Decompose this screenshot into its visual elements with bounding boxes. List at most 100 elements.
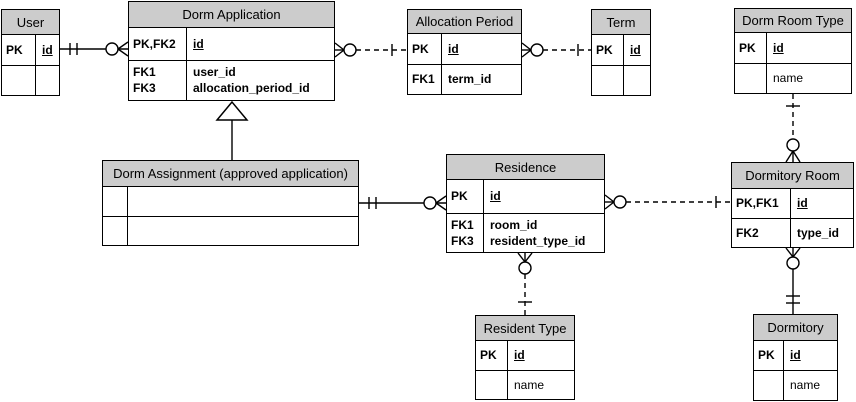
entity-residence-fk-row: FK1 FK3 room_id resident_type_id xyxy=(447,213,604,252)
entity-user: User PK id xyxy=(1,9,60,96)
key-cell: PK,FK2 xyxy=(129,28,187,60)
key-label: FK1 xyxy=(412,72,435,87)
attr-cell: id xyxy=(508,341,574,370)
attr-cell: id xyxy=(484,180,604,213)
key-label: PK xyxy=(412,41,429,56)
key-label: FK1 xyxy=(451,217,474,232)
entity-dorm-assignment-title: Dorm Assignment (approved application) xyxy=(103,161,358,187)
entity-dormitory-room-pk-row: PK,FK1 id xyxy=(732,189,853,219)
key-cell: PK xyxy=(735,33,767,63)
attr-cell: room_id resident_type_id xyxy=(484,214,604,252)
attr-name: id xyxy=(797,196,808,211)
key-label: PK xyxy=(758,348,775,363)
attr-cell: type_id xyxy=(791,219,853,248)
entity-dormitory-attr-row: name xyxy=(754,371,837,400)
attr-name: term_id xyxy=(448,72,492,87)
attr-name: id xyxy=(630,42,641,57)
attr-name: id xyxy=(790,348,801,363)
rel-allocation-period-term xyxy=(521,42,591,58)
key-cell xyxy=(2,65,36,95)
entity-dorm-application-fk-row: FK1 FK3 user_id allocation_period_id xyxy=(129,60,334,100)
attr-cell: term_id xyxy=(442,65,521,95)
key-label: PK xyxy=(739,40,756,55)
attr-cell: id xyxy=(784,341,837,370)
entity-residence-title: Residence xyxy=(447,155,604,180)
key-cell: FK1 FK3 xyxy=(129,60,187,100)
key-label: PK xyxy=(6,42,23,57)
key-cell: PK xyxy=(408,34,442,64)
attr-cell: name xyxy=(508,371,574,400)
attr-name: id xyxy=(42,42,53,57)
rel-residence-resident-type xyxy=(517,252,533,315)
key-cell: PK xyxy=(447,180,484,213)
key-cell: FK2 xyxy=(732,218,791,247)
entity-dorm-room-type-title: Dorm Room Type xyxy=(735,9,851,33)
rel-user-dorm-application xyxy=(60,41,129,57)
entity-dormitory-pk-row: PK id xyxy=(754,341,837,371)
key-cell: PK xyxy=(592,35,624,65)
entity-dormitory: Dormitory PK id name xyxy=(753,314,838,401)
attr-name: user_id xyxy=(193,65,236,80)
attr-cell xyxy=(36,66,59,96)
entity-dorm-application-title: Dorm Application xyxy=(129,2,334,28)
entity-residence: Residence PK id FK1 FK3 room_id resident… xyxy=(446,154,605,253)
key-label: FK1 xyxy=(133,65,156,80)
key-cell: FK1 xyxy=(408,64,442,94)
entity-dorm-application-pk-row: PK,FK2 id xyxy=(129,28,334,61)
attr-name: name xyxy=(514,377,545,392)
key-cell xyxy=(103,187,128,216)
key-cell xyxy=(476,370,508,399)
entity-term: Term PK id xyxy=(591,9,651,96)
attr-cell xyxy=(128,217,358,246)
entity-term-empty-row xyxy=(592,65,650,95)
entity-allocation-period-fk-row: FK1 term_id xyxy=(408,64,521,95)
key-label: FK3 xyxy=(133,81,156,96)
entity-dorm-assignment-empty-row xyxy=(103,216,358,246)
key-label: PK,FK2 xyxy=(133,36,176,51)
attr-name: room_id xyxy=(490,217,538,232)
key-label: FK2 xyxy=(736,225,759,240)
entity-dormitory-room-fk-row: FK2 type_id xyxy=(732,218,853,248)
attr-name: type_id xyxy=(797,225,840,240)
key-cell: PK xyxy=(754,341,784,370)
entity-user-empty-row xyxy=(2,65,59,96)
attr-name: id xyxy=(490,189,501,204)
entity-allocation-period-pk-row: PK id xyxy=(408,34,521,65)
attr-cell: user_id allocation_period_id xyxy=(187,61,334,100)
entity-resident-type-attr-row: name xyxy=(476,370,574,400)
attr-name: name xyxy=(790,378,821,393)
generalization-dorm-application-dorm-assignment xyxy=(215,100,249,160)
attr-name: id xyxy=(514,348,525,363)
entity-allocation-period: Allocation Period PK id FK1 term_id xyxy=(407,9,522,95)
entity-dorm-assignment-empty-row xyxy=(103,187,358,217)
rel-dormitory-room-dormitory xyxy=(785,247,801,314)
key-label: PK xyxy=(451,189,468,204)
entity-allocation-period-title: Allocation Period xyxy=(408,10,521,34)
entity-dorm-application: Dorm Application PK,FK2 id FK1 FK3 user_… xyxy=(128,1,335,101)
entity-term-title: Term xyxy=(592,10,650,35)
key-label: PK,FK1 xyxy=(736,196,779,211)
attr-name: resident_type_id xyxy=(490,233,586,248)
entity-dorm-room-type-pk-row: PK id xyxy=(735,33,851,64)
attr-cell: id xyxy=(767,33,851,63)
attr-name: id xyxy=(448,41,459,56)
attr-name: id xyxy=(193,36,204,51)
entity-user-pk-row: PK id xyxy=(2,35,59,66)
attr-cell: id xyxy=(187,28,334,60)
attr-cell: id xyxy=(791,189,853,218)
attr-name: id xyxy=(773,40,784,55)
key-cell xyxy=(103,216,128,245)
attr-name: name xyxy=(773,71,804,86)
key-cell: FK1 FK3 xyxy=(447,213,484,252)
key-cell: PK xyxy=(476,341,508,370)
entity-dorm-assignment: Dorm Assignment (approved application) xyxy=(102,160,359,246)
entity-dormitory-room-title: Dormitory Room xyxy=(732,163,853,189)
entity-dormitory-room: Dormitory Room PK,FK1 id FK2 type_id xyxy=(731,162,854,248)
entity-resident-type-title: Resident Type xyxy=(476,316,574,341)
entity-resident-type-pk-row: PK id xyxy=(476,341,574,371)
attr-name: allocation_period_id xyxy=(193,81,310,96)
entity-dorm-room-type: Dorm Room Type PK id name xyxy=(734,8,852,94)
attr-cell: name xyxy=(767,64,851,94)
